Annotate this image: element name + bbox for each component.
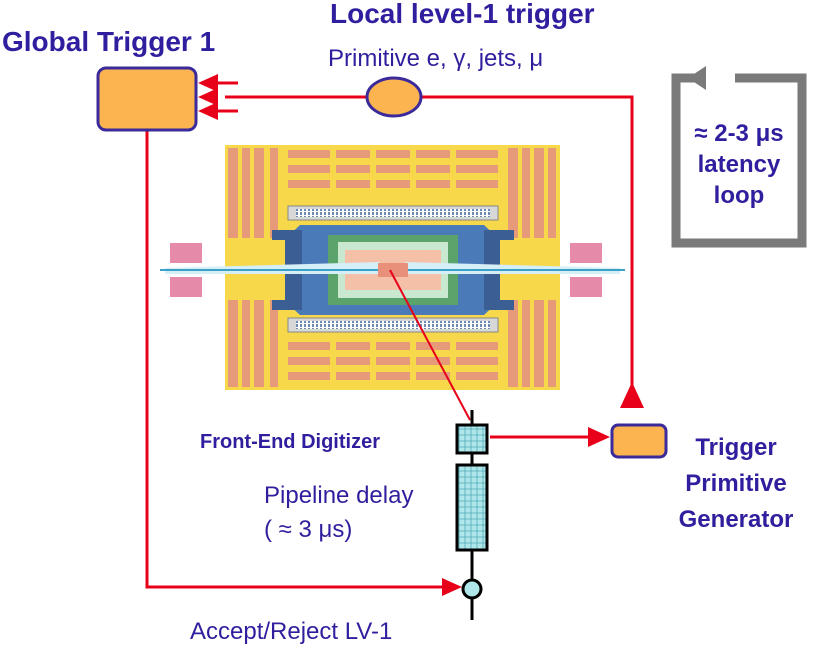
- global-trigger-title: Global Trigger 1: [2, 26, 216, 57]
- pipeline-label: Pipeline delay ( ≈ 3 μs): [264, 479, 413, 547]
- arrow-tails: [216, 81, 238, 113]
- detector-cross-section-icon: [160, 145, 625, 390]
- latency-loop-arrow-icon: [671, 66, 807, 248]
- arrow-into-global-3: [198, 102, 218, 120]
- arrow-to-accept: [442, 578, 462, 596]
- arrow-into-global-1: [198, 74, 218, 92]
- pipeline-line-2: ( ≈ 3 μs): [264, 516, 353, 543]
- tpg-line-2: Primitive: [685, 470, 787, 497]
- front-end-digitizer-label: Front-End Digitizer: [200, 431, 380, 453]
- pipeline: [455, 410, 489, 620]
- local-trigger-node: [365, 76, 423, 118]
- latency-line-2: latency: [697, 151, 781, 178]
- accept-reject-label: Accept/Reject LV-1: [190, 618, 393, 645]
- front-end-digitizer-block: [455, 423, 489, 455]
- pipeline-line-1: Pipeline delay: [264, 482, 414, 509]
- accept-reject-switch: [461, 578, 483, 600]
- arrow-into-global-2: [198, 88, 218, 106]
- global-trigger-box: [96, 66, 198, 132]
- latency-label: ≈ 2-3 μs latency loop: [682, 118, 796, 211]
- arrowheads: [198, 74, 644, 596]
- tpg-line-1: Trigger: [695, 434, 777, 461]
- trigger-primitive-generator-box: [610, 423, 668, 459]
- local-trigger-title: Local level-1 trigger: [330, 0, 595, 29]
- arrow-up-from-tpg: [620, 382, 644, 408]
- primitive-label: Primitive e, γ, jets, μ: [328, 45, 544, 72]
- latency-line-3: loop: [713, 182, 765, 209]
- tpg-line-3: Generator: [678, 506, 794, 533]
- tpg-label: Trigger Primitive Generator: [656, 430, 816, 538]
- arrow-to-tpg: [588, 427, 610, 447]
- signal-lines: [145, 95, 634, 589]
- latency-line-1: ≈ 2-3 μs: [694, 120, 784, 147]
- pipeline-delay-block: [455, 463, 489, 552]
